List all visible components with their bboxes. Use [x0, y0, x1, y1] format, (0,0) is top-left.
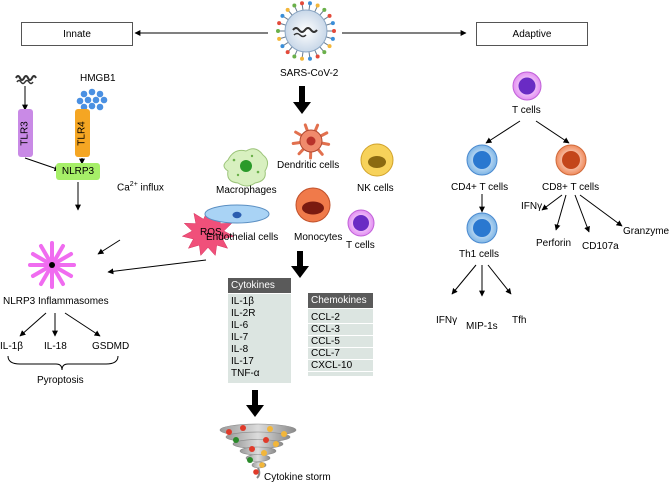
- cytokine-storm-label: Cytokine storm: [264, 472, 331, 483]
- inflammasomes-label: NLRP3 Inflammasomes: [3, 296, 109, 307]
- il1b-label: IL-1β: [0, 341, 23, 352]
- hmgb1-dots-icon: [76, 88, 108, 111]
- th1-ifng-label: IFNγ: [436, 315, 458, 326]
- cd8-t-cells-label: CD8+ T cells: [542, 182, 600, 193]
- cytokine-item: IL-1β: [231, 296, 254, 307]
- chemokines-title: Chemokines: [308, 293, 373, 309]
- thick-arrow-cells-to-cytokines: [291, 251, 309, 278]
- thick-arrow-cytokines-to-storm: [246, 390, 264, 417]
- cd107a-label: CD107a: [582, 241, 619, 252]
- chemokines-panel: Chemokines CCL-2 CCL-3 CCL-5 CCL-7 CXCL-…: [308, 293, 373, 376]
- pyroptosis-label: Pyroptosis: [37, 375, 84, 386]
- ca-base: Ca: [117, 182, 130, 194]
- cytokine-item: IL-6: [231, 320, 249, 331]
- endothelial-cells-label: Endothelial cells: [206, 232, 279, 243]
- hmgb1-label: HMGB1: [80, 73, 116, 84]
- tlr4-receptor: TLR4: [75, 109, 90, 157]
- ca-influx-label: Ca2+ influx: [117, 179, 164, 194]
- thick-arrow-virus-to-cells: [293, 86, 311, 114]
- granzyme-b-label: Granzyme B: [623, 226, 669, 237]
- macrophages-label: Macrophages: [216, 185, 277, 196]
- ca-superscript: 2+: [129, 181, 138, 188]
- cytokine-item: TNF-α: [231, 368, 260, 379]
- dendritic-cell-icon: [291, 123, 331, 160]
- tlr4-label: TLR4: [77, 120, 89, 146]
- nlrp3-label: NLRP3: [61, 166, 95, 177]
- adaptive-t-cell-icon: [512, 71, 542, 101]
- il18-label: IL-18: [44, 341, 67, 352]
- virus-label: SARS-CoV-2: [280, 68, 339, 79]
- adaptive-box: Adaptive: [476, 22, 588, 46]
- adaptive-title: Adaptive: [512, 28, 552, 40]
- cytokines-title: Cytokines: [228, 278, 291, 294]
- chemokine-item: CCL-7: [308, 348, 373, 360]
- cytokine-item: IL-8: [231, 344, 249, 355]
- macrophage-icon: [223, 148, 269, 187]
- chemokine-item: CCL-3: [308, 324, 373, 336]
- innate-box: Innate: [21, 22, 133, 46]
- ros-label: ROS: [200, 227, 222, 238]
- cytokine-item: IL-7: [231, 332, 249, 343]
- tlr3-receptor: TLR3: [18, 109, 33, 157]
- mip1s-label: MIP-1s: [466, 321, 498, 332]
- chemokine-item: CCL-5: [308, 336, 373, 348]
- endothelial-cell-icon: [204, 204, 270, 224]
- pyroptosis-brace: [7, 355, 119, 371]
- chemokine-list: CCL-2 CCL-3 CCL-5 CCL-7 CXCL-10: [308, 309, 373, 372]
- t-cells-label: T cells: [346, 240, 375, 251]
- viral-rna-icon: [15, 75, 37, 85]
- tfh-label: Tfh: [512, 315, 527, 326]
- th1-cell-icon: [466, 212, 498, 244]
- monocytes-label: Monocytes: [294, 232, 343, 243]
- cytokine-item: IL-17: [231, 356, 254, 367]
- t-cell-icon: [347, 209, 375, 237]
- cd8-t-cell-icon: [555, 144, 587, 176]
- gsdmd-label: GSDMD: [92, 341, 130, 352]
- cd4-t-cells-label: CD4+ T cells: [451, 182, 509, 193]
- inflammasome-icon: [28, 241, 76, 289]
- monocyte-icon: [295, 187, 331, 223]
- dendritic-cells-label: Dendritic cells: [277, 160, 340, 171]
- chemokine-item: CCL-2: [308, 312, 373, 324]
- tlr3-label: TLR3: [20, 120, 32, 146]
- ca-influx-rest: influx: [137, 182, 164, 194]
- ros-burst-icon: [181, 209, 235, 257]
- nk-cell-icon: [360, 143, 394, 177]
- nk-cells-label: NK cells: [357, 183, 394, 194]
- chemokine-item: CXCL-10: [308, 360, 373, 372]
- cytokine-item: IL-2R: [231, 308, 256, 319]
- adaptive-t-cells-label: T cells: [512, 105, 541, 116]
- th1-cells-label: Th1 cells: [459, 249, 500, 260]
- perforin-label: Perforin: [536, 238, 572, 249]
- cd4-t-cell-icon: [466, 144, 498, 176]
- cd8-ifng-label: IFNγ: [521, 201, 543, 212]
- cytokine-list: IL-1β IL-2R IL-6 IL-7 IL-8 IL-17 TNF-α: [228, 294, 291, 380]
- cytokine-storm-icon: [219, 423, 297, 479]
- cytokines-panel: Cytokines IL-1β IL-2R IL-6 IL-7 IL-8 IL-…: [228, 278, 291, 383]
- sars-cov-2-virus-icon: [276, 1, 336, 61]
- nlrp3-box: NLRP3: [56, 163, 100, 180]
- innate-title: Innate: [63, 28, 91, 40]
